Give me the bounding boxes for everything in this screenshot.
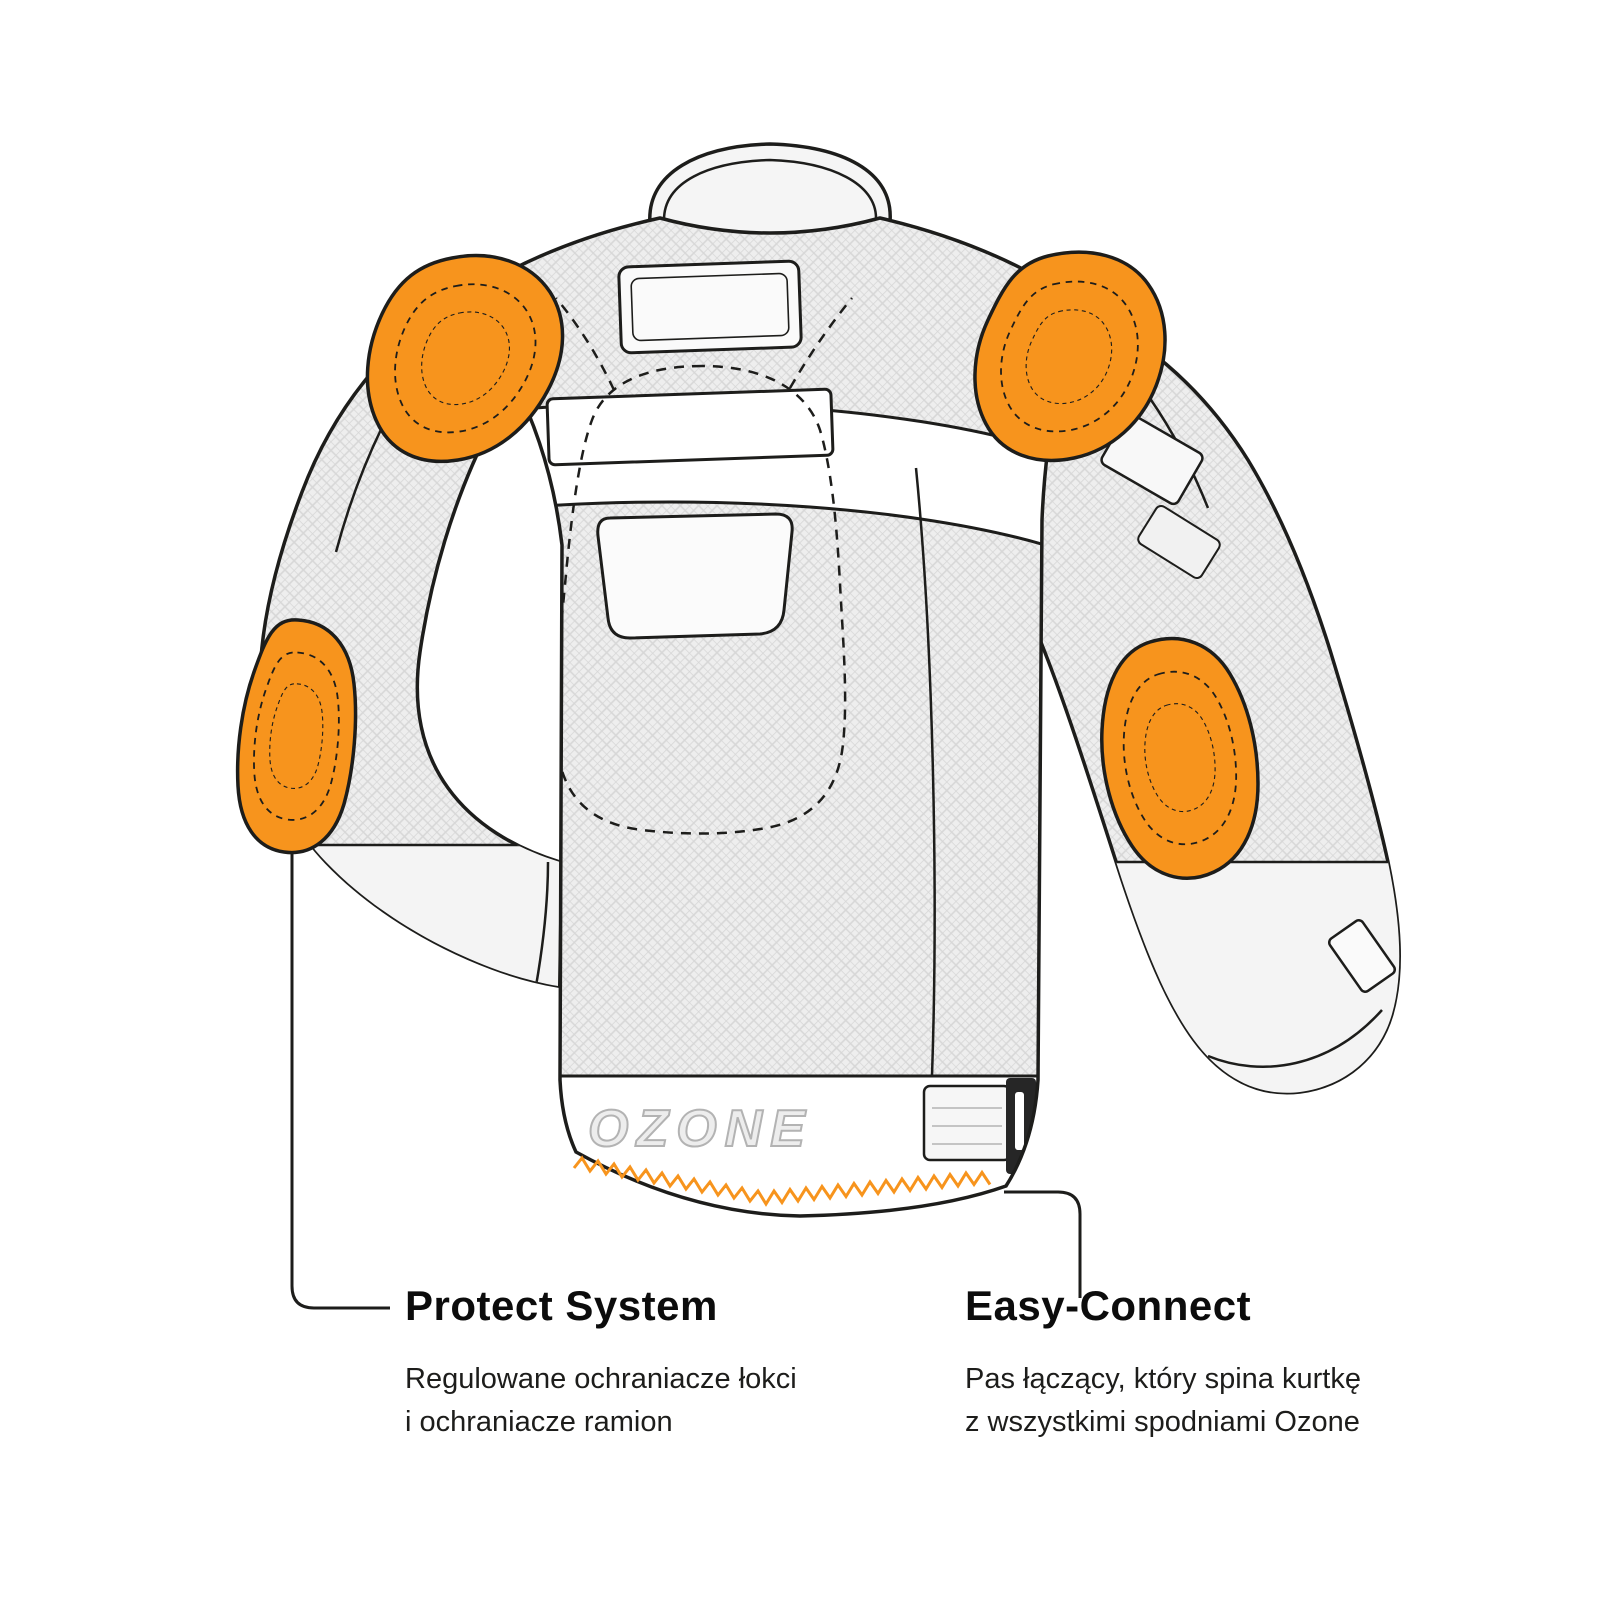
protect-system-title: Protect System [405,1282,718,1329]
easy-connect-desc-line2: z wszystkimi spodniami Ozone [965,1405,1360,1438]
right-arm-patch-small [1137,505,1221,579]
callout-line-protect [290,852,390,1310]
callout-easy-connect: Easy-Connect Pas łączący, który spina ku… [965,1282,1485,1444]
callout-line-connect [1004,1190,1082,1298]
jacket-body-outline [457,216,1078,1218]
elbow-pad-left [235,618,358,855]
easy-connect-title: Easy-Connect [965,1282,1252,1329]
center-back-pocket [596,512,794,640]
callout-protect-system: Protect System Regulowane ochraniacze ło… [405,1282,925,1444]
jacket-body: OZONE [457,216,1078,1218]
back-protector-outline [554,297,853,835]
shoulder-pad-right [973,250,1167,463]
easy-connect-desc-line1: Pas łączący, który spina kurtkę [965,1363,1361,1395]
shoulder-pad-left [365,253,565,464]
easy-connect-zigzag-stitch [572,1155,992,1207]
protect-system-desc-line2: i ochraniacze ramion [405,1405,673,1438]
hem-velcro-strap [922,1084,1012,1162]
body-side-seam [914,467,936,1077]
hem-band: OZONE [558,1074,1040,1216]
top-back-vent [617,259,803,355]
elbow-pad-right [1100,636,1260,880]
protect-system-desc-line1: Regulowane ochraniacze łokci [405,1363,797,1395]
left-cuff-seam [534,861,550,986]
right-cuff-seam [1207,1009,1383,1068]
right-forearm-panel [1080,862,1400,1093]
brand-logo: OZONE [588,1100,813,1158]
back-band-vent [545,387,835,467]
right-cuff-strap [1327,919,1397,993]
